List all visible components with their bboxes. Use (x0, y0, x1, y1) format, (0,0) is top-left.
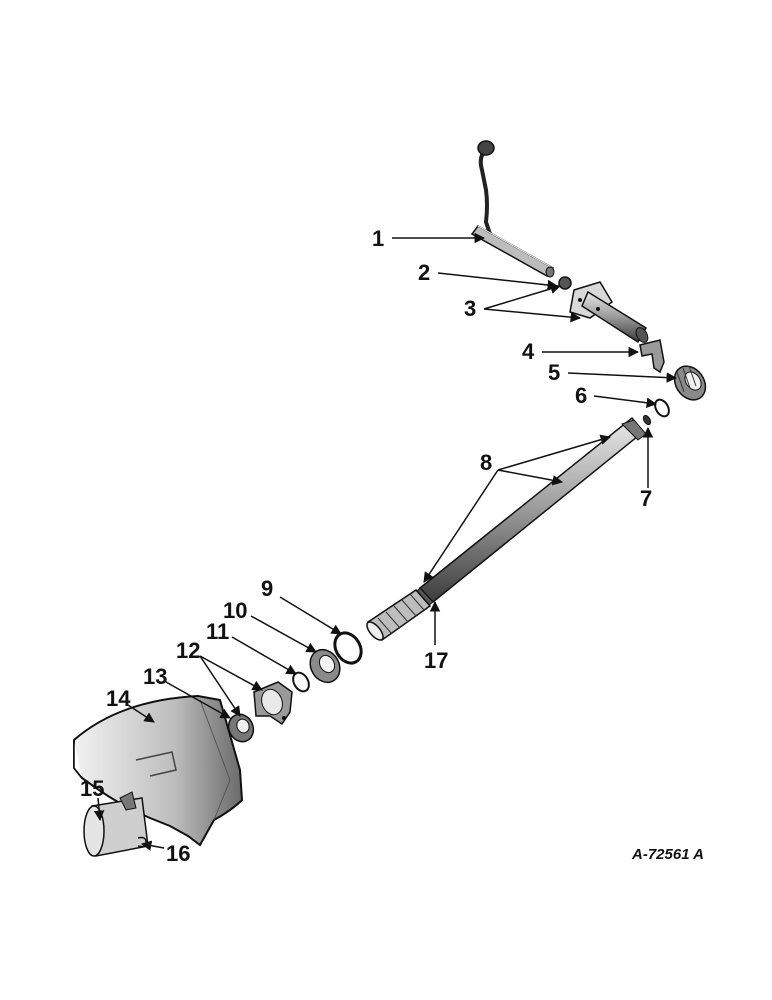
leader-10 (250, 615, 317, 653)
callout-14: 14 (106, 686, 131, 711)
snap-ring-part (654, 398, 670, 418)
leader-12b (199, 655, 241, 717)
leader-lines (93, 232, 678, 851)
callout-12: 12 (176, 638, 201, 663)
leader-3b (483, 308, 582, 323)
leader-5 (567, 372, 678, 383)
callout-17: 17 (424, 648, 449, 673)
leader-14 (127, 704, 155, 723)
leader-8a (423, 469, 499, 583)
callout-1: 1 (372, 226, 385, 251)
leader-13 (165, 681, 231, 719)
leader-8c (497, 469, 564, 486)
seal-part (227, 713, 255, 743)
pin-part (642, 414, 652, 426)
pto-shaft-part (366, 416, 647, 642)
leader-8b (497, 434, 612, 471)
leader-6 (593, 395, 658, 408)
leader-11 (231, 636, 297, 675)
callout-13: 13 (143, 664, 168, 689)
leader-12a (199, 655, 263, 691)
small-knob-part (558, 276, 572, 290)
leader-2 (437, 272, 559, 291)
pto-lever-part (470, 140, 555, 278)
callout-7: 7 (640, 486, 653, 511)
leader-9 (279, 596, 342, 635)
callout-2: 2 (418, 260, 431, 285)
callout-15: 15 (80, 776, 105, 801)
leader-3a (483, 283, 562, 310)
ball-bearing-part (309, 648, 341, 684)
coupling-collar-part (673, 365, 707, 401)
shifter-fork-part (639, 339, 665, 374)
callout-9: 9 (261, 576, 274, 601)
lever-knob-top (477, 140, 495, 156)
callout-5: 5 (548, 360, 561, 385)
callout-16: 16 (166, 841, 191, 866)
callout-6: 6 (575, 383, 588, 408)
callout-3: 3 (464, 296, 477, 321)
shifter-shaft-part (569, 281, 649, 344)
callout-10: 10 (223, 598, 248, 623)
callout-4: 4 (522, 339, 535, 364)
small-ring-part (292, 671, 310, 693)
callout-8: 8 (480, 450, 493, 475)
leader-16 (140, 840, 165, 851)
drawing-number: A-72561 A (632, 846, 704, 863)
bearing-retainer-part (253, 681, 293, 726)
shield-part (73, 694, 244, 847)
callout-11: 11 (206, 619, 230, 644)
leader-15 (93, 797, 105, 822)
